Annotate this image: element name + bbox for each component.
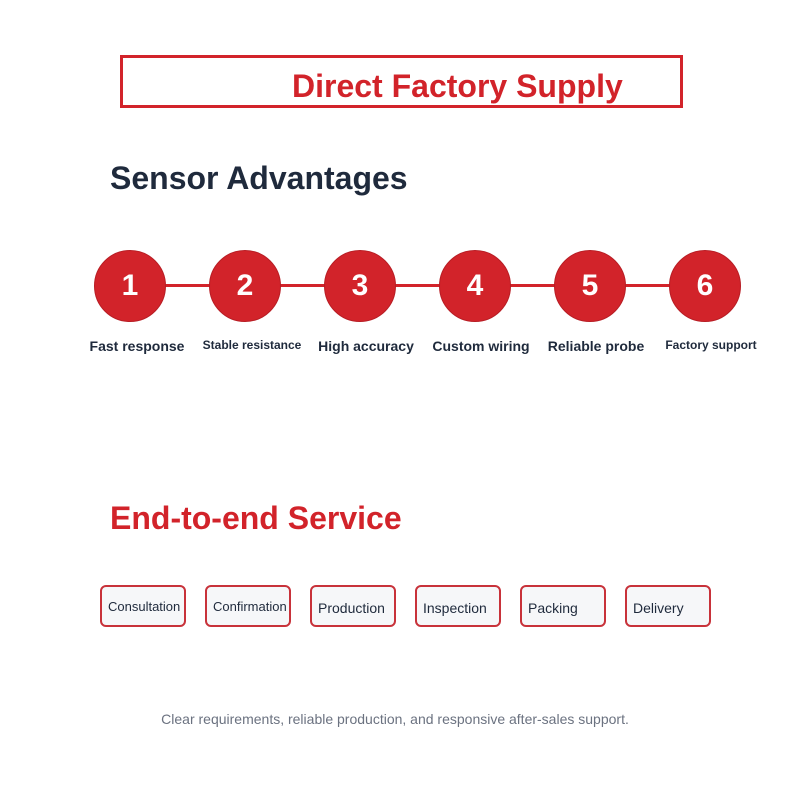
service-stage-delivery: Delivery — [625, 585, 711, 627]
step-circle-1: 1 — [94, 250, 166, 322]
step-label-1: Fast response — [89, 338, 185, 354]
service-stage-confirmation: Confirmation — [205, 585, 291, 627]
service-stage-inspection: Inspection — [415, 585, 501, 627]
banner-frame — [120, 55, 683, 108]
step-label-3: High accuracy — [318, 338, 414, 354]
step-label-2: Stable resistance — [202, 338, 302, 352]
step-circle-6: 6 — [669, 250, 741, 322]
service-stage-packing: Packing — [520, 585, 606, 627]
service-stage-production: Production — [310, 585, 396, 627]
step-label-5: Reliable probe — [547, 338, 645, 354]
steps-connector-line — [130, 284, 703, 287]
step-circle-2: 2 — [209, 250, 281, 322]
step-label-6: Factory support — [665, 338, 757, 352]
step-circle-3: 3 — [324, 250, 396, 322]
step-circle-4: 4 — [439, 250, 511, 322]
step-label-4: Custom wiring — [432, 338, 530, 354]
sensor-advantages-title: Sensor Advantages — [110, 160, 408, 196]
banner-title: Direct Factory Supply — [292, 68, 623, 104]
footer-note: Clear requirements, reliable production,… — [161, 711, 629, 727]
service-stage-consultation: Consultation — [100, 585, 186, 627]
step-circle-5: 5 — [554, 250, 626, 322]
end-to-end-service-title: End-to-end Service — [110, 500, 402, 536]
